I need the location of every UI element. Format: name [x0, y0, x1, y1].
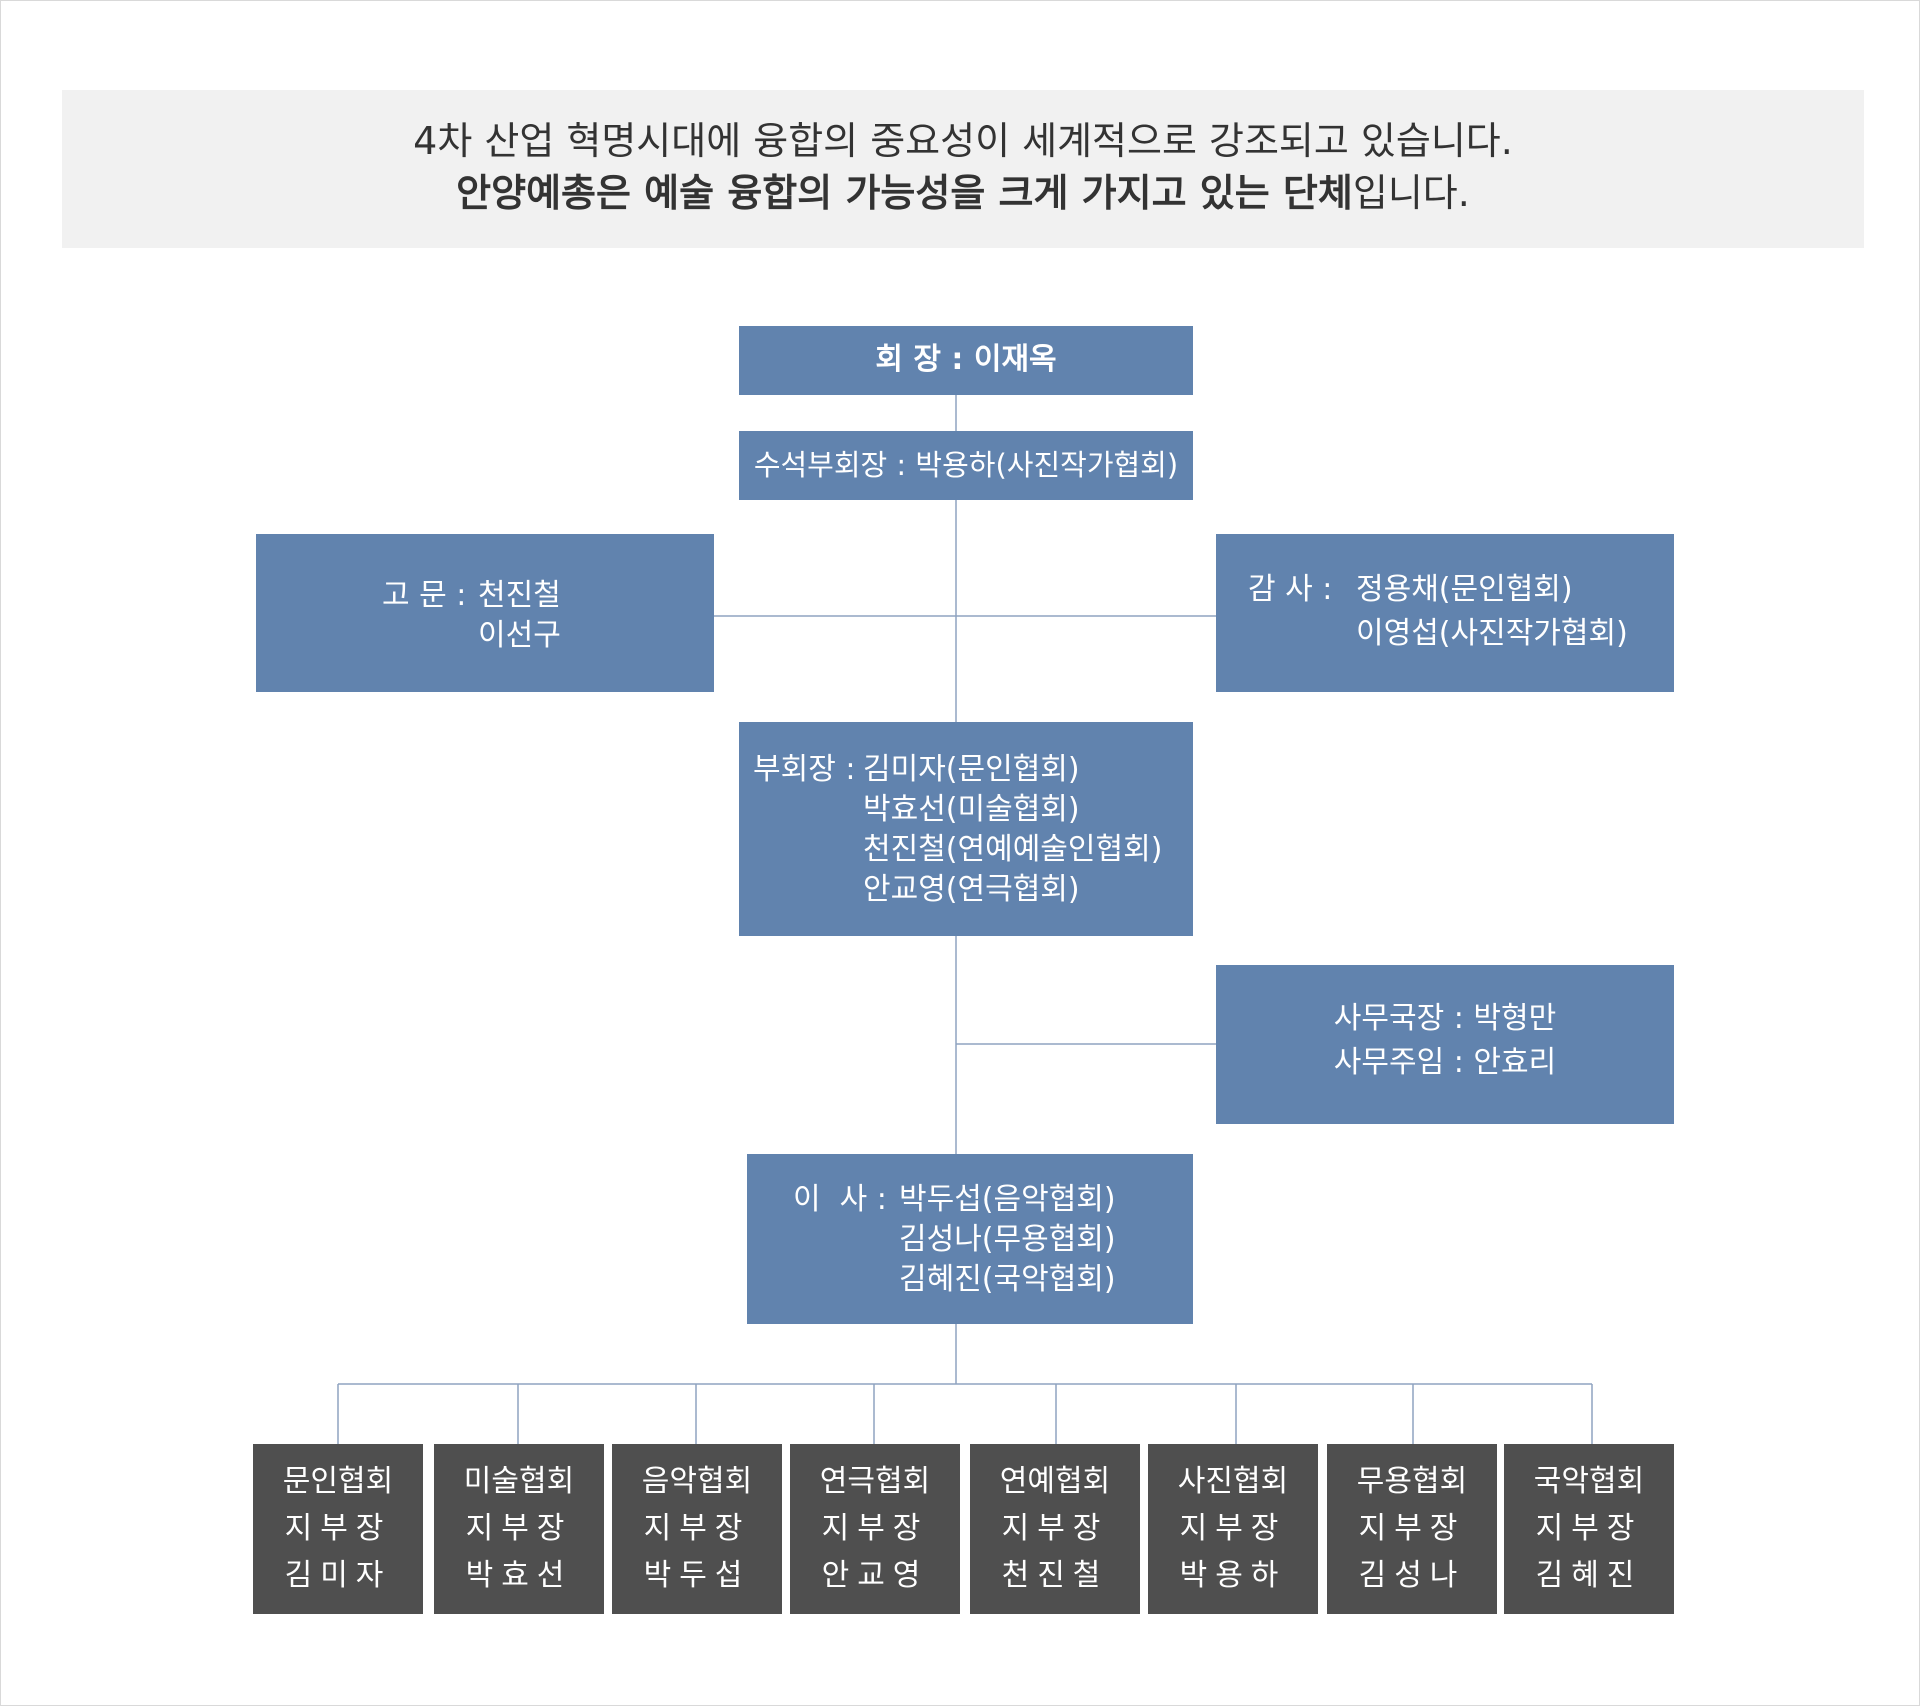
branch-box-muyong: 무용협회 지부장 김성나 [1327, 1444, 1497, 1614]
branch-leader: 안교영 [821, 1558, 929, 1593]
president-text: 회 장 : 이재옥 [875, 342, 1057, 377]
advisor-name-1: 천진철 [478, 578, 561, 613]
branch-assoc: 음악협회 [641, 1464, 753, 1499]
director-2: 김성나(무용협회) [899, 1222, 1116, 1257]
vice-presidents-box: 부회장 : 김미자(문인협회) 박효선(미술협회) 천진철(연예예술인협회) 안… [739, 722, 1193, 936]
branch-leader: 천진철 [1001, 1558, 1109, 1593]
branch-box-sajin: 사진협회 지부장 박용하 [1148, 1444, 1318, 1614]
vice-president-2: 박효선(미술협회) [863, 792, 1080, 827]
intro-line-2-rest: 입니다. [1352, 171, 1470, 215]
branch-role: 지부장 [465, 1511, 573, 1546]
branch-assoc: 무용협회 [1356, 1464, 1468, 1499]
branch-box-misul: 미술협회 지부장 박효선 [434, 1444, 604, 1614]
senior-vice-president-box: 수석부회장 : 박용하(사진작가협회) [739, 431, 1193, 500]
director-3: 김혜진(국악협회) [899, 1262, 1116, 1297]
intro-line-1: 4차 산업 혁명시대에 융합의 중요성이 세계적으로 강조되고 있습니다. [413, 119, 1513, 163]
secretariat-line-2: 사무주임 : 안효리 [1333, 1045, 1557, 1080]
branch-leader: 박효선 [465, 1558, 573, 1593]
branch-box-yeongeuk: 연극협회 지부장 안교영 [790, 1444, 960, 1614]
branch-box-gugak: 국악협회 지부장 김혜진 [1504, 1444, 1674, 1614]
branch-leader: 박두섭 [643, 1558, 751, 1593]
advisor-name-2: 이선구 [478, 618, 561, 653]
auditor-box: 감 사 : 정용채(문인협회) 이영섭(사진작가협회) [1216, 534, 1674, 692]
auditor-label: 감 사 : [1248, 572, 1333, 607]
directors-box: 이 사 : 박두섭(음악협회) 김성나(무용협회) 김혜진(국악협회) [747, 1154, 1193, 1324]
president-box: 회 장 : 이재옥 [739, 326, 1193, 395]
branch-assoc: 미술협회 [463, 1464, 575, 1499]
auditor-name-2: 이영섭(사진작가협회) [1356, 616, 1628, 651]
branch-assoc: 사진협회 [1177, 1464, 1289, 1499]
branch-assoc: 문인협회 [282, 1464, 394, 1499]
branch-assoc: 국악협회 [1533, 1464, 1645, 1499]
vice-president-1: 김미자(문인협회) [863, 752, 1080, 787]
branch-assoc: 연예협회 [999, 1464, 1111, 1499]
auditor-name-1: 정용채(문인협회) [1356, 572, 1573, 607]
intro-banner: 4차 산업 혁명시대에 융합의 중요성이 세계적으로 강조되고 있습니다. 안양… [62, 90, 1864, 248]
directors-label: 이 사 : [793, 1182, 887, 1217]
director-1: 박두섭(음악협회) [899, 1182, 1116, 1217]
branch-assoc: 연극협회 [819, 1464, 931, 1499]
branch-leader: 김혜진 [1535, 1558, 1643, 1593]
vice-presidents-label: 부회장 : [753, 752, 856, 787]
branch-leader: 김성나 [1358, 1558, 1466, 1593]
branch-role: 지부장 [1001, 1511, 1109, 1546]
vice-president-4: 안교영(연극협회) [863, 872, 1080, 907]
branch-role: 지부장 [1358, 1511, 1466, 1546]
branch-role: 지부장 [1535, 1511, 1643, 1546]
secretariat-box: 사무국장 : 박형만 사무주임 : 안효리 [1216, 965, 1674, 1124]
branch-role: 지부장 [643, 1511, 751, 1546]
branch-leader: 박용하 [1179, 1558, 1287, 1593]
branch-role: 지부장 [284, 1511, 392, 1546]
intro-line-2-bold: 안양예총은 예술 융합의 가능성을 크게 가지고 있는 단체 [456, 171, 1353, 215]
branch-role: 지부장 [821, 1511, 929, 1546]
branch-box-yeonye: 연예협회 지부장 천진철 [970, 1444, 1140, 1614]
intro-line-2: 안양예총은 예술 융합의 가능성을 크게 가지고 있는 단체입니다. [62, 170, 1864, 216]
branch-leader: 김미자 [284, 1558, 392, 1593]
advisor-label: 고 문 : [382, 578, 467, 613]
branch-box-eumak: 음악협회 지부장 박두섭 [612, 1444, 782, 1614]
secretariat-line-1: 사무국장 : 박형만 [1333, 1001, 1557, 1036]
vice-president-3: 천진철(연예예술인협회) [863, 832, 1163, 867]
branch-role: 지부장 [1179, 1511, 1287, 1546]
advisor-box: 고 문 : 천진철 이선구 [256, 534, 714, 692]
branch-box-munin: 문인협회 지부장 김미자 [253, 1444, 423, 1614]
senior-vice-president-text: 수석부회장 : 박용하(사진작가협회) [753, 448, 1179, 482]
